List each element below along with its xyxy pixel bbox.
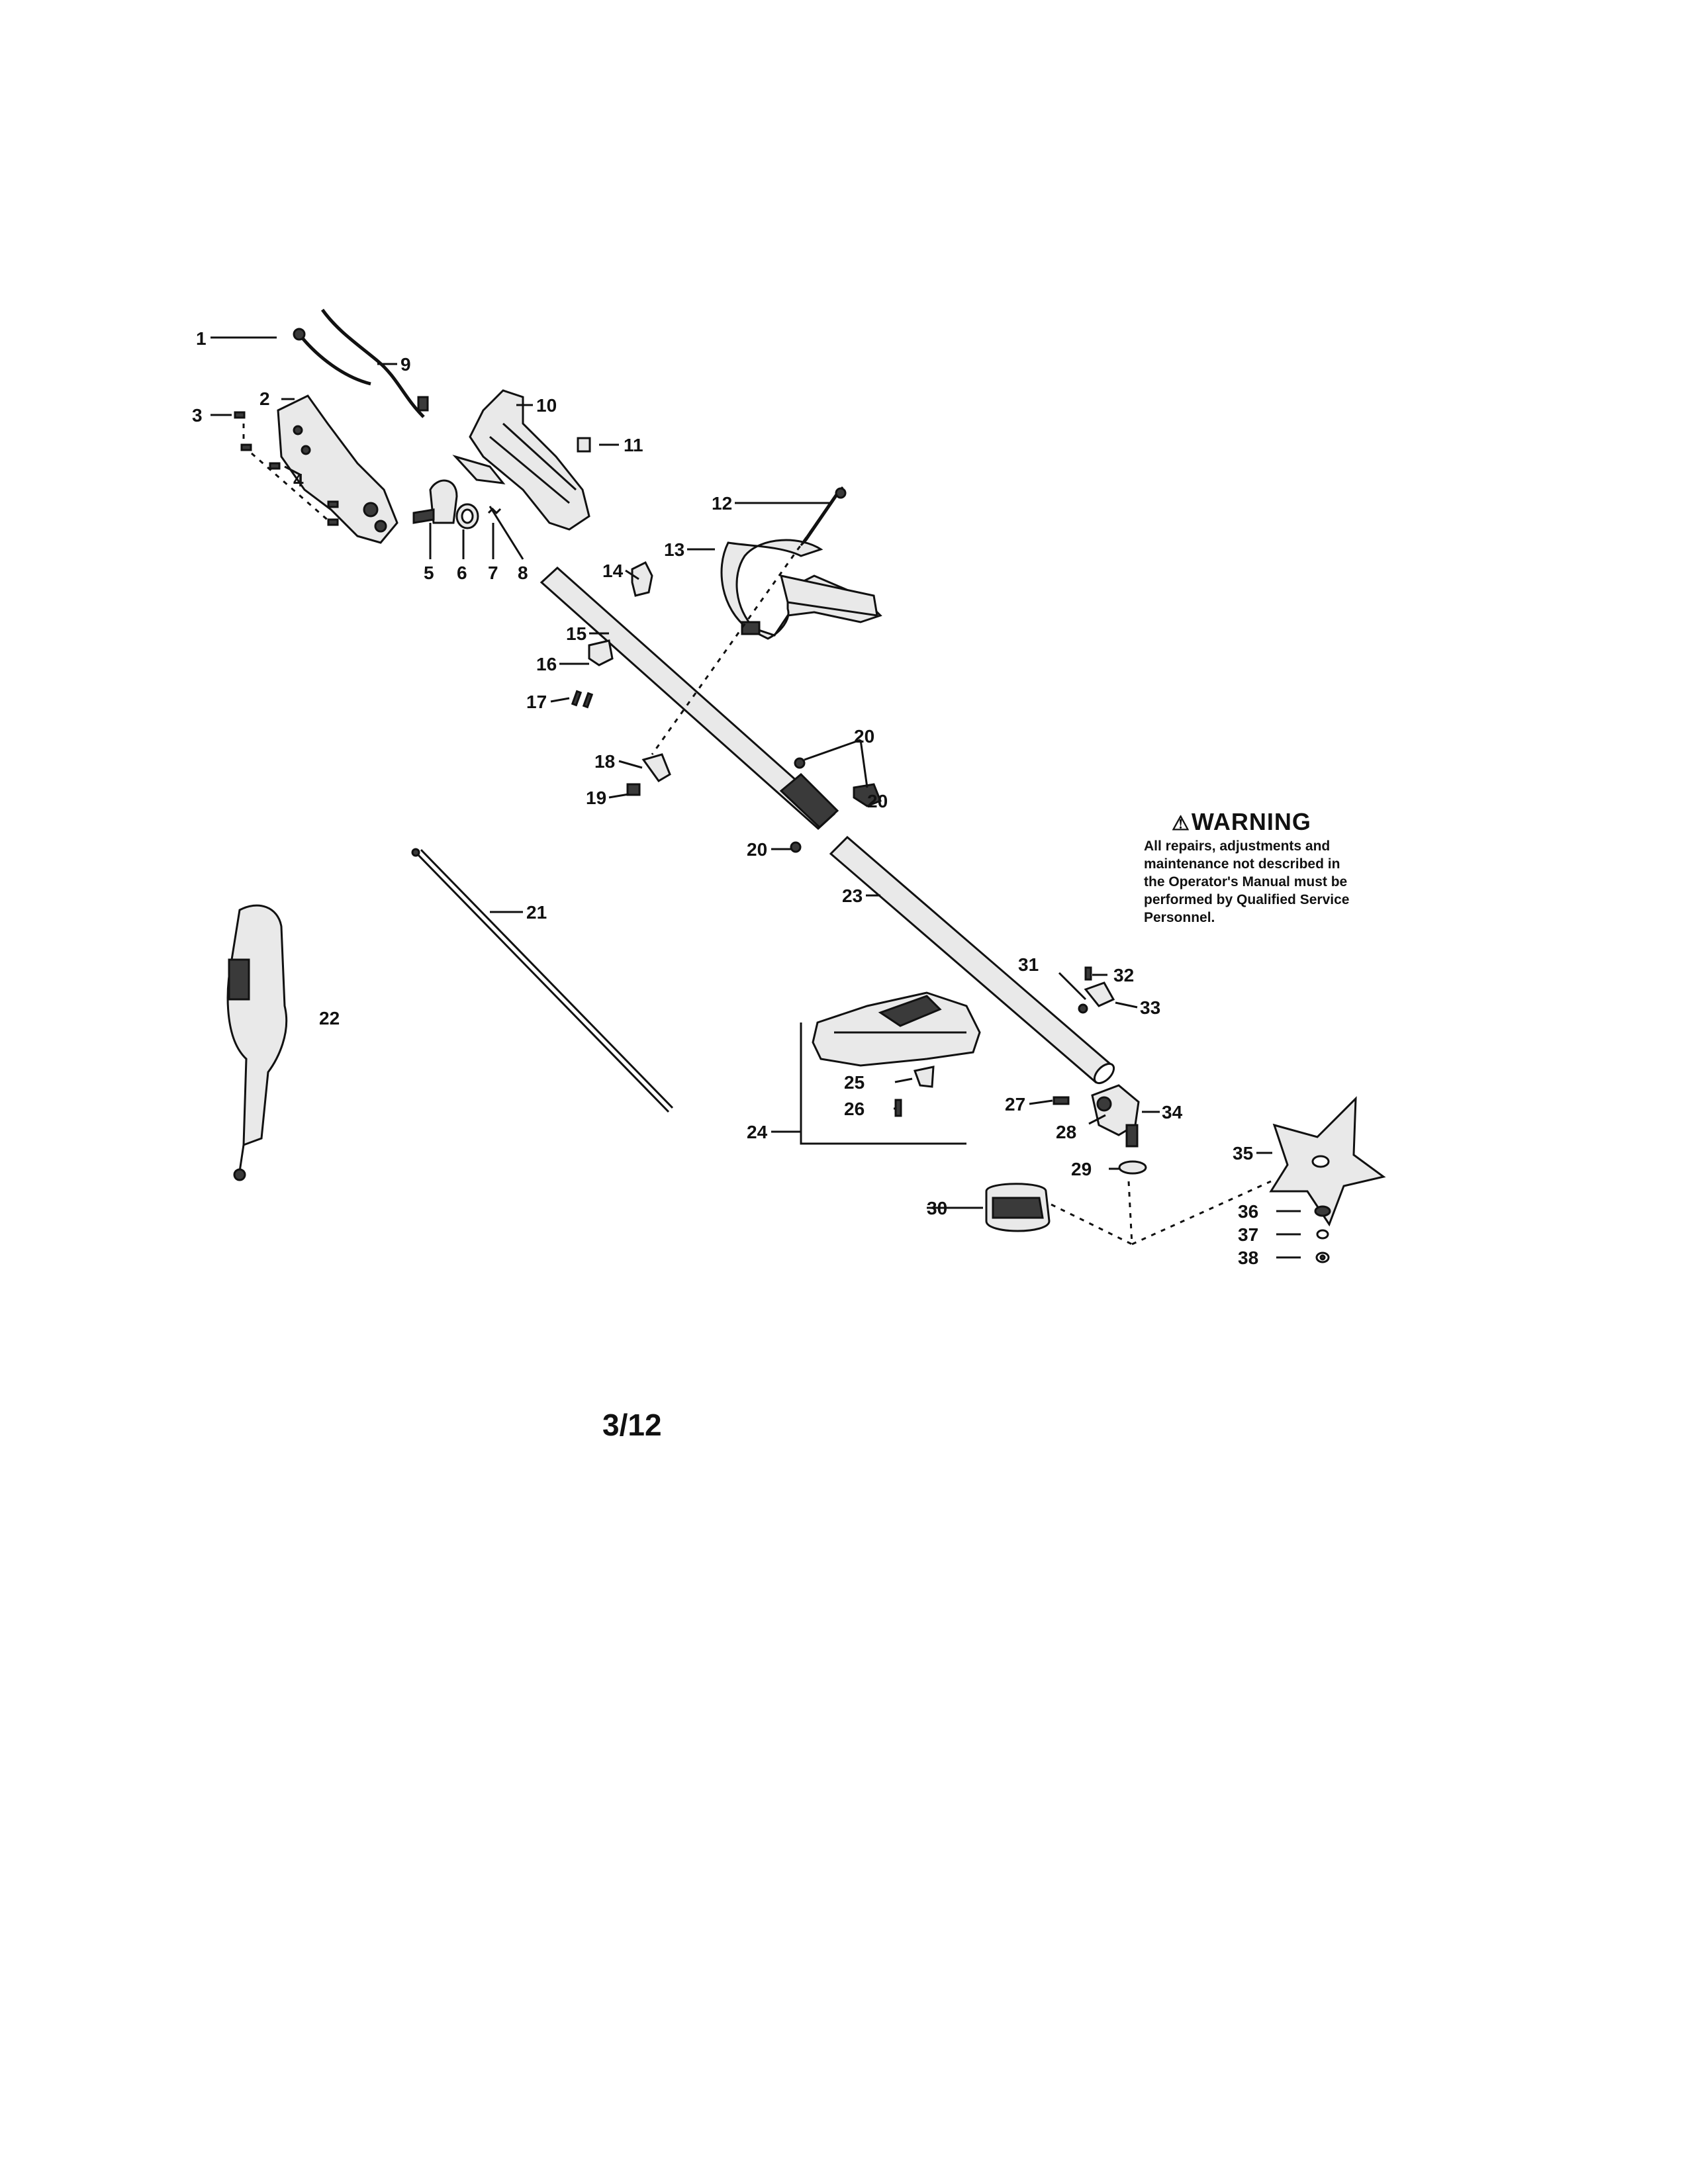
callout-23: 23 <box>842 886 863 906</box>
washers-and-nut <box>1314 1205 1331 1263</box>
clamp-bracket <box>1084 981 1115 1007</box>
lower-shaft <box>829 835 1115 1085</box>
spring <box>487 507 502 515</box>
throttle-cable <box>293 308 429 418</box>
callout-25: 25 <box>844 1072 865 1093</box>
callout-labels: 1 2 3 4 5 6 7 8 9 10 11 12 13 14 15 16 1… <box>192 328 1258 1268</box>
callout-2: 2 <box>259 388 270 409</box>
callout-28: 28 <box>1056 1122 1076 1142</box>
callout-32: 32 <box>1113 965 1134 985</box>
bolt-line <box>651 502 832 755</box>
callout-26: 26 <box>844 1099 865 1119</box>
callout-18: 18 <box>594 751 615 772</box>
warning-box: ⚠WARNING All repairs, adjustments and ma… <box>1144 809 1409 927</box>
handle-housing-left <box>277 394 399 544</box>
callout-24: 24 <box>747 1122 768 1142</box>
pins <box>571 690 594 709</box>
callout-13: 13 <box>664 539 684 560</box>
callout-22: 22 <box>319 1008 340 1028</box>
warning-triangle-icon: ⚠ <box>1172 813 1190 835</box>
callout-11: 11 <box>624 435 643 455</box>
warning-title-text: WARNING <box>1191 808 1311 835</box>
guard-clip <box>914 1066 935 1088</box>
guard-bracket <box>800 1023 966 1145</box>
callout-5: 5 <box>424 563 434 583</box>
page-number: 3/12 <box>602 1408 662 1442</box>
callout-34: 34 <box>1162 1102 1183 1122</box>
callout-10: 10 <box>536 395 557 416</box>
callout-38: 38 <box>1238 1248 1258 1268</box>
collar <box>1118 1160 1147 1175</box>
shaft-bolt <box>1078 966 1092 1014</box>
handle-clamp <box>412 479 458 524</box>
switch-part <box>577 437 591 453</box>
callout-12: 12 <box>712 493 732 514</box>
callout-7: 7 <box>488 563 498 583</box>
callout-35: 35 <box>1233 1143 1253 1163</box>
head-lines <box>1051 1180 1272 1246</box>
callout-16: 16 <box>536 654 557 674</box>
gearbox <box>1091 1084 1140 1148</box>
callout-4: 4 <box>293 470 304 490</box>
callout-14: 14 <box>602 561 624 581</box>
shoulder-strap <box>226 904 288 1181</box>
callout-1: 1 <box>196 328 207 349</box>
brush-blade <box>1269 1096 1386 1227</box>
warning-title: ⚠WARNING <box>1172 809 1409 837</box>
callout-21: 21 <box>526 902 547 923</box>
callout-9: 9 <box>400 354 411 375</box>
coupling-parts <box>790 757 882 853</box>
callout-19: 19 <box>586 788 606 808</box>
throttle-trigger <box>452 455 506 484</box>
callout-20b: 20 <box>867 791 888 811</box>
callout-20c: 20 <box>747 839 767 860</box>
callout-27: 27 <box>1005 1094 1025 1115</box>
nut <box>626 783 641 796</box>
guard-screw <box>894 1099 902 1117</box>
gearbox-bolt <box>1053 1096 1070 1105</box>
callout-8: 8 <box>518 563 528 583</box>
leader-lines <box>211 336 1301 1259</box>
clamp-part <box>588 639 614 666</box>
callout-17: 17 <box>526 692 547 712</box>
handle-bolt <box>800 486 847 547</box>
callout-33: 33 <box>1140 997 1160 1018</box>
handle-bracket <box>631 561 653 597</box>
callout-6: 6 <box>457 563 467 583</box>
callout-30: 30 <box>927 1198 947 1218</box>
callout-31: 31 <box>1018 954 1039 975</box>
trimmer-head <box>985 1183 1051 1232</box>
upper-shaft <box>539 566 839 831</box>
callout-20a: 20 <box>854 726 874 747</box>
handle-housing-right <box>469 389 590 531</box>
callout-29: 29 <box>1071 1159 1092 1179</box>
guard <box>812 991 981 1067</box>
callout-3: 3 <box>192 405 203 426</box>
screws-left <box>234 411 339 526</box>
clamp-lower <box>641 753 671 782</box>
callout-36: 36 <box>1238 1201 1258 1222</box>
washer <box>455 503 479 529</box>
warning-text: All repairs, adjustments and maintenance… <box>1144 839 1350 925</box>
callout-37: 37 <box>1238 1224 1258 1245</box>
drive-shaft <box>411 848 674 1113</box>
callout-15: 15 <box>566 623 586 644</box>
assist-handle <box>720 539 882 640</box>
